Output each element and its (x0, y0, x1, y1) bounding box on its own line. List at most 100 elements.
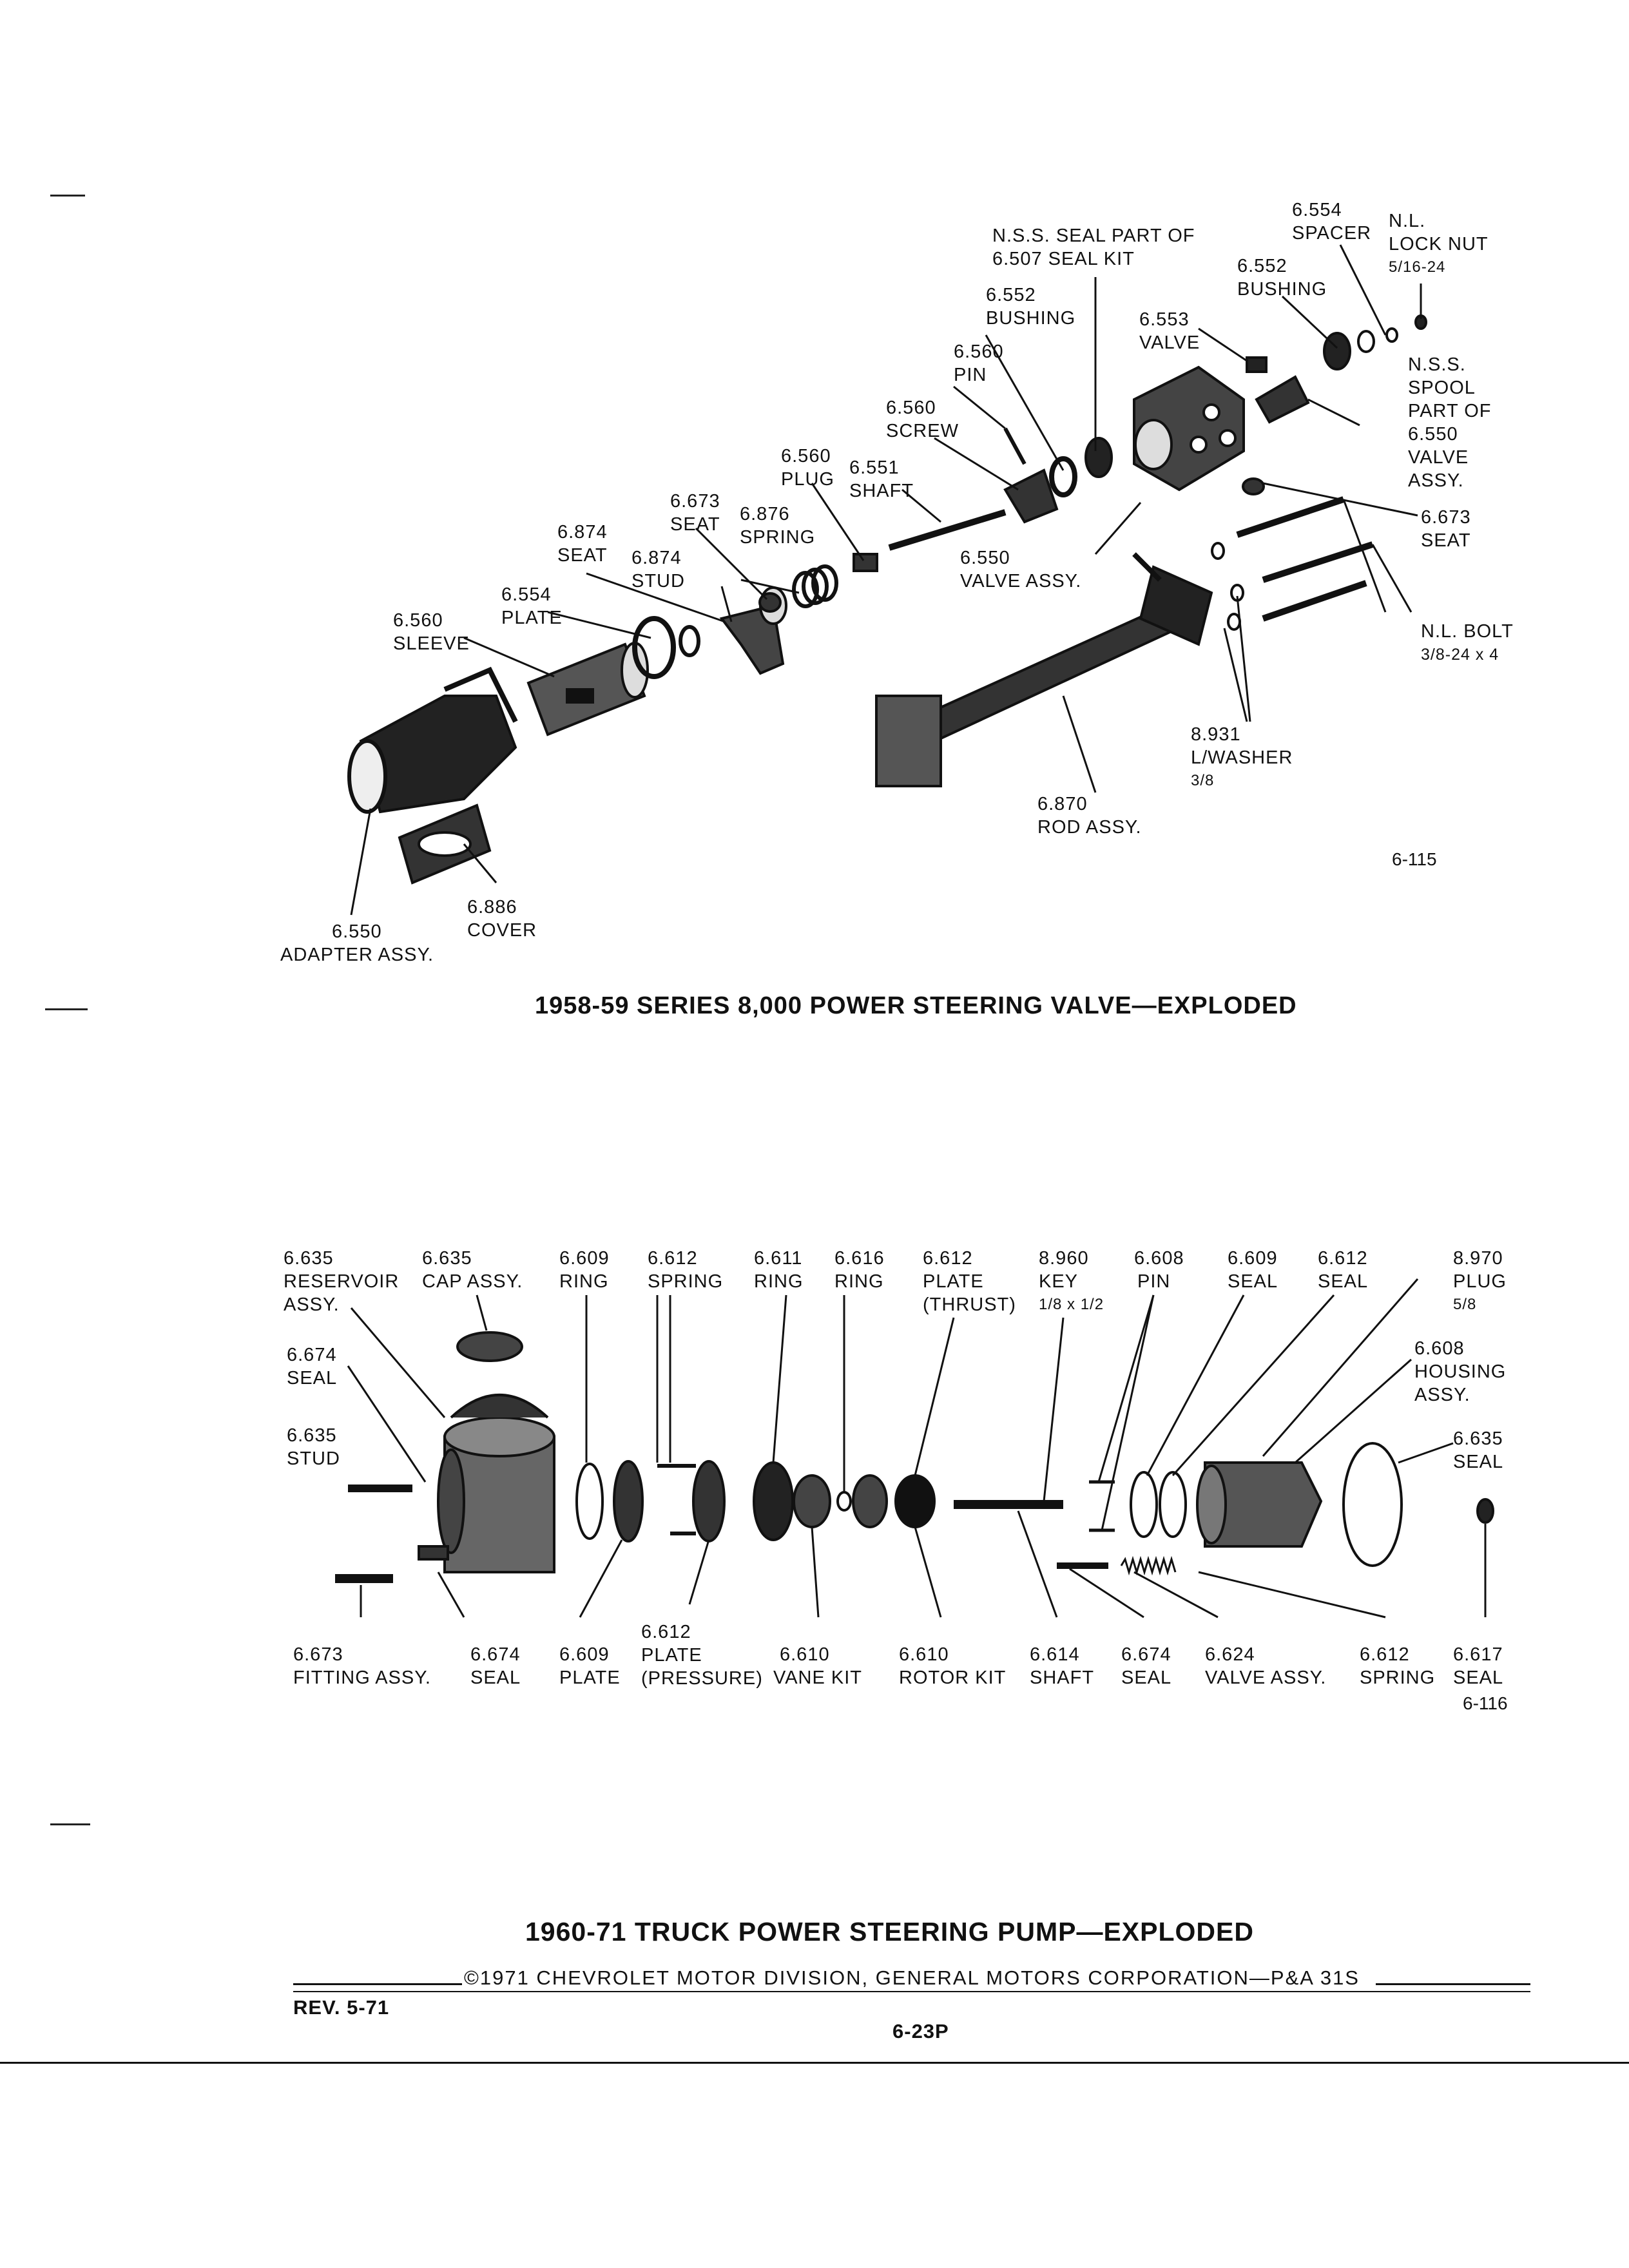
label-line: 5/8 (1453, 1296, 1477, 1313)
rod-assy-drawing (875, 552, 1213, 787)
footer-rule-right (1376, 1983, 1530, 1985)
figure-number: 6-115 (1392, 849, 1437, 869)
label-line: PLATE (501, 608, 563, 628)
valve-body-drawing (1133, 365, 1245, 492)
label-line: ASSY. (1408, 470, 1464, 491)
label-shaft-614: 6.614 SHAFT (1030, 1643, 1094, 1689)
label-line: 6.612 (1360, 1644, 1410, 1665)
margin-mark (50, 1823, 90, 1825)
label-seat-top: 6.673 SEAT (670, 490, 720, 536)
label-line: SHAFT (849, 481, 914, 501)
page-bottom-rule (0, 2062, 1629, 2064)
label-line: 8.931 (1191, 724, 1241, 745)
label-line: 6.611 (754, 1248, 803, 1269)
label-line: 6.616 (834, 1248, 885, 1269)
label-line: N.S.S. (1408, 354, 1466, 375)
label-seal-617: 6.617 SEAL (1453, 1643, 1503, 1689)
label-line: N.L. BOLT (1421, 621, 1514, 642)
label-spring-612: 6.612 SPRING (1360, 1643, 1435, 1689)
label-line: ASSY. (1414, 1385, 1470, 1405)
label-line: 6.560 (393, 610, 443, 631)
label-line: 6.550 (1408, 424, 1458, 445)
label-line: COVER (467, 920, 537, 941)
label-seat-left: 6.874 SEAT (557, 521, 608, 567)
label-line: SPOOL (1408, 378, 1476, 398)
margin-mark (45, 1008, 88, 1010)
label-line: 6.673 (1421, 507, 1471, 528)
label-line: N.S.S. SEAL PART OF (992, 226, 1195, 246)
label-line: 6.874 (557, 522, 608, 543)
label-line: SEAL (1318, 1271, 1369, 1292)
label-line: PIN (954, 365, 987, 385)
label-line: BUSHING (1237, 279, 1327, 300)
label-rotor-kit: 6.610 ROTOR KIT (899, 1643, 1006, 1689)
copyright-line: ©1971 CHEVROLET MOTOR DIVISION, GENERAL … (464, 1966, 1360, 1989)
label-line: VANE KIT (773, 1667, 862, 1688)
label-line: 6.674 (287, 1345, 337, 1365)
label-line: 6.551 (849, 457, 900, 478)
label-spool: N.S.S. SPOOL PART OF 6.550 VALVE ASSY. (1408, 353, 1491, 492)
footer-rule-left (293, 1983, 462, 1985)
label-housing: 6.608 HOUSING ASSY. (1414, 1337, 1506, 1407)
label-line: VALVE ASSY. (960, 571, 1082, 591)
figure-caption: 1958-59 SERIES 8,000 POWER STEERING VALV… (535, 992, 1297, 1019)
label-line: 6.674 (470, 1644, 521, 1665)
adapter-assy-drawing (347, 666, 518, 885)
label-line: SPACER (1292, 223, 1372, 244)
label-line: 6.552 (1237, 256, 1287, 276)
label-rod: 6.870 ROD ASSY. (1037, 793, 1142, 839)
label-line: 6.554 (501, 584, 552, 605)
label-plate-thrust: 6.612 PLATE (THRUST) (923, 1247, 1016, 1316)
label-valve-assy: 6.550 VALVE ASSY. (960, 546, 1081, 593)
label-line: 6.673 (670, 491, 720, 512)
label-line: STUD (631, 571, 685, 591)
label-line: 6.870 (1037, 794, 1088, 814)
label-line: 6.876 (740, 504, 790, 524)
page-number: 6-23P (892, 2020, 949, 2042)
spring-drawing (792, 564, 838, 608)
label-line: RESERVOIR (284, 1271, 400, 1292)
label-adapter: 6.550 ADAPTER ASSY. (280, 920, 434, 966)
label-line: 6.614 (1030, 1644, 1080, 1665)
label-line: SEAT (670, 514, 720, 535)
label-ring3: 6.616 RING (834, 1247, 885, 1293)
label-line: PLUG (1453, 1271, 1507, 1292)
label-plate-pressure: 6.612 PLATE (PRESSURE) (641, 1620, 763, 1690)
label-line: RING (754, 1271, 804, 1292)
label-cap: 6.635 CAP ASSY. (422, 1247, 523, 1293)
label-line: 6.609 (559, 1644, 610, 1665)
label-line: 6.550 (960, 548, 1010, 568)
label-line: 6.612 (648, 1248, 698, 1269)
label-line: 6.609 (1228, 1248, 1278, 1269)
label-seal1: 6.609 SEAL (1228, 1247, 1278, 1293)
label-line: 6.610 (899, 1644, 949, 1665)
label-line: PART OF (1408, 401, 1492, 421)
label-line: 3/8 (1191, 772, 1215, 789)
label-line: 6.608 (1134, 1248, 1184, 1269)
label-line: SCREW (886, 421, 959, 441)
label-vane-kit: 6.610 VANE KIT (773, 1643, 862, 1689)
label-line: SEAT (557, 545, 608, 566)
label-sleeve: 6.560 SLEEVE (393, 609, 470, 655)
label-line: N.L. (1389, 211, 1426, 231)
label-line: 6.507 SEAL KIT (992, 249, 1135, 269)
label-plug-970: 8.970 PLUG 5/8 (1453, 1247, 1507, 1316)
label-line: SPRING (1360, 1667, 1436, 1688)
reservoir-drawing (418, 1394, 555, 1573)
label-ring1: 6.609 RING (559, 1247, 610, 1293)
label-line: VALVE (1139, 332, 1200, 353)
label-line: SEAL (1121, 1667, 1172, 1688)
label-line: SEAL (470, 1667, 521, 1688)
label-line: RING (834, 1271, 884, 1292)
label-lock-nut: N.L. LOCK NUT 5/16-24 (1389, 209, 1489, 279)
label-seal-674c: 6.674 SEAL (1121, 1643, 1171, 1689)
figure-number: 6-116 (1463, 1693, 1508, 1713)
label-line: 6.635 (284, 1248, 334, 1269)
label-spring1: 6.612 SPRING (648, 1247, 723, 1293)
label-line: 5/16-24 (1389, 258, 1446, 276)
label-cover: 6.886 COVER (467, 896, 537, 942)
label-plate: 6.554 PLATE (501, 583, 563, 629)
label-line: 6.635 (1453, 1428, 1503, 1449)
sleeve-drawing (526, 642, 649, 736)
